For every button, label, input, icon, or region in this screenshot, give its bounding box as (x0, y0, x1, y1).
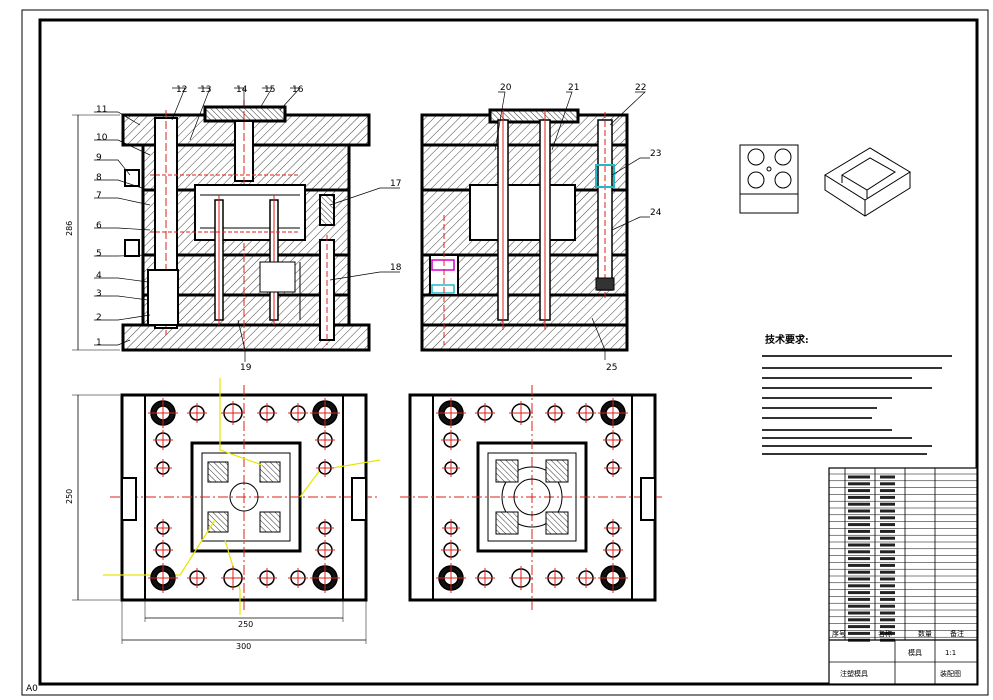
part-label: 6 (96, 221, 102, 231)
side-section-view (420, 108, 629, 352)
part-label: 23 (650, 149, 661, 159)
front-section-view (121, 100, 371, 352)
part-top-view-sketch (739, 144, 799, 214)
dimension-front-height: 2 8 6 (65, 114, 120, 351)
title-scale: 1:1 (945, 649, 956, 657)
technical-requirements: 技术要求: (762, 333, 952, 455)
part-label: 3 (96, 289, 102, 299)
part-label: 9 (96, 153, 102, 163)
sheet-border-outer (21, 9, 989, 696)
part-label: 10 (96, 133, 108, 143)
notes-heading: 技术要求: (765, 333, 809, 346)
part-label: 13 (200, 85, 211, 95)
part-label: 18 (390, 263, 402, 273)
part-labels-front: 1 2 3 4 5 6 7 8 9 10 11 12 13 14 15 16 1… (96, 85, 402, 373)
bom-header-qty: 数量 (918, 629, 932, 638)
bom-header-note: 备注 (950, 629, 964, 638)
title-code: 装配图 (940, 669, 961, 678)
title-block: 序号 名称 数量 备注 模具 1:1 装配图 注塑模具 (828, 467, 978, 685)
part-label: 22 (635, 83, 646, 93)
bom-header-index: 序号 (832, 629, 846, 638)
part-label: 4 (96, 271, 102, 281)
part-label: 12 (176, 85, 187, 95)
title-name: 模具 (908, 648, 922, 657)
part-label: 16 (292, 85, 304, 95)
part-label: 21 (568, 83, 579, 93)
leaders-left (94, 87, 400, 362)
part-label: 25 (606, 363, 617, 373)
locating-ring (203, 105, 287, 123)
plan-right-holes (436, 398, 628, 593)
part-label: 8 (96, 173, 102, 183)
part-label: 19 (240, 363, 252, 373)
bom-header-name: 名称 (878, 629, 892, 638)
dim-250-width: 250 (238, 620, 253, 629)
part-label: 17 (390, 179, 401, 189)
part-label: 14 (236, 85, 248, 95)
leaders-side (494, 91, 650, 360)
corner-mark: A0 (26, 684, 38, 694)
part-label: 7 (96, 191, 102, 201)
part-label: 2 (96, 313, 102, 323)
sheet-border-inner (38, 18, 979, 686)
title-drawing-name: 注塑模具 (840, 669, 868, 678)
part-label: 15 (264, 85, 275, 95)
part-label: 11 (96, 105, 107, 115)
cavity-insert (194, 184, 306, 241)
plan-left-holes (148, 398, 340, 593)
plan-dimensions: 250 250 300 (65, 394, 367, 651)
dim-300-width: 300 (236, 642, 251, 651)
part-label: 5 (96, 249, 102, 259)
part-label: 20 (500, 83, 512, 93)
dim-250-depth: 250 (65, 489, 74, 504)
part-label: 1 (96, 338, 102, 348)
part-labels-side: 20 21 22 23 24 25 (500, 83, 662, 373)
part-isometric-sketch (824, 147, 911, 217)
part-label: 24 (650, 208, 662, 218)
dim-286: 286 (65, 221, 74, 236)
